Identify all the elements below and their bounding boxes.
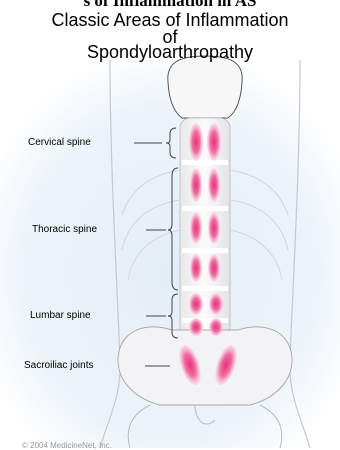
pelvis bbox=[118, 327, 292, 405]
label-cervical-spine: Cervical spine bbox=[28, 137, 91, 148]
title-line-3: Spondyloarthropathy bbox=[0, 43, 340, 61]
label-thoracic-spine: Thoracic spine bbox=[32, 224, 97, 235]
label-lumbar-spine: Lumbar spine bbox=[30, 310, 91, 321]
copyright-credit: © 2004 MedicineNet, Inc. bbox=[22, 441, 112, 450]
label-sacroiliac-joints: Sacroiliac joints bbox=[24, 360, 93, 371]
skull bbox=[168, 56, 242, 118]
